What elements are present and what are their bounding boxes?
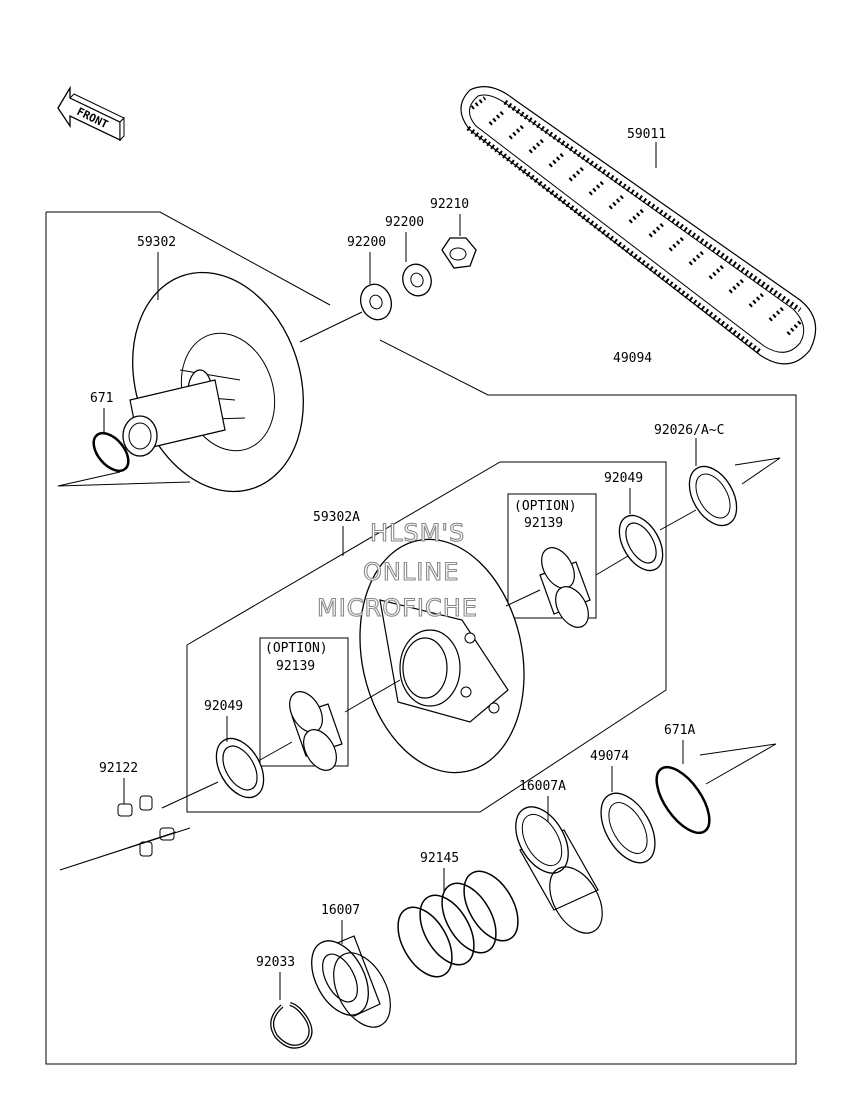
watermark: HLSM'S ONLINE MICROFICHE — [316, 518, 478, 622]
part-label-671a: 671A — [664, 723, 695, 738]
assembly-outline — [45, 211, 797, 1065]
part-label-92026: 92026/A~C — [654, 423, 724, 438]
option-part-right: 92139 — [524, 516, 563, 531]
part-label-92049-right: 92049 — [604, 471, 643, 486]
part-label-16007: 16007 — [321, 903, 360, 918]
shim-92026 — [688, 438, 781, 527]
part-label-92210: 92210 — [430, 197, 469, 212]
movable-sheave-59302a — [342, 526, 541, 774]
watermark-line-3: MICROFICHE — [317, 594, 478, 622]
nut-92210 — [441, 214, 477, 269]
part-label-59011: 59011 — [627, 127, 666, 142]
washer-92200-upper — [402, 232, 432, 297]
part-label-49074: 49074 — [590, 749, 629, 764]
part-label-671: 671 — [90, 391, 113, 406]
circlip-92033 — [270, 972, 313, 1049]
part-label-49094: 49094 — [613, 351, 652, 366]
part-label-92145: 92145 — [420, 851, 459, 866]
watermark-line-1: HLSM'S — [370, 519, 465, 547]
part-label-92049-left: 92049 — [204, 699, 243, 714]
part-label-59302: 59302 — [137, 235, 176, 250]
part-label-92200-lower: 92200 — [347, 235, 386, 250]
part-label-59302a: 59302A — [313, 510, 360, 525]
option-label-right: (OPTION) — [514, 499, 577, 514]
drive-belt-59011 — [460, 86, 817, 365]
o-ring-671a — [655, 740, 777, 835]
option-label-left: (OPTION) — [265, 641, 328, 656]
o-ring-671 — [57, 408, 191, 487]
spring-92145 — [397, 868, 519, 978]
part-label-92122: 92122 — [99, 761, 138, 776]
part-label-92033: 92033 — [256, 955, 295, 970]
grease-nipple-92122 — [59, 778, 191, 871]
option-part-left: 92139 — [276, 659, 315, 674]
option-box-right — [507, 493, 629, 628]
option-box-left — [259, 637, 349, 771]
bushing-16007a — [515, 796, 603, 934]
seal-92049-right — [618, 488, 697, 572]
part-label-92200-upper: 92200 — [385, 215, 424, 230]
watermark-line-2: ONLINE — [363, 558, 459, 586]
cam-washer-49074 — [600, 766, 656, 864]
fixed-sheave-59302 — [122, 252, 363, 493]
washer-92200-lower — [359, 252, 393, 321]
cam-16007 — [311, 920, 391, 1028]
front-arrow-icon: FRONT — [57, 85, 125, 142]
seal-92049-left — [161, 716, 293, 809]
part-label-16007a: 16007A — [519, 779, 566, 794]
